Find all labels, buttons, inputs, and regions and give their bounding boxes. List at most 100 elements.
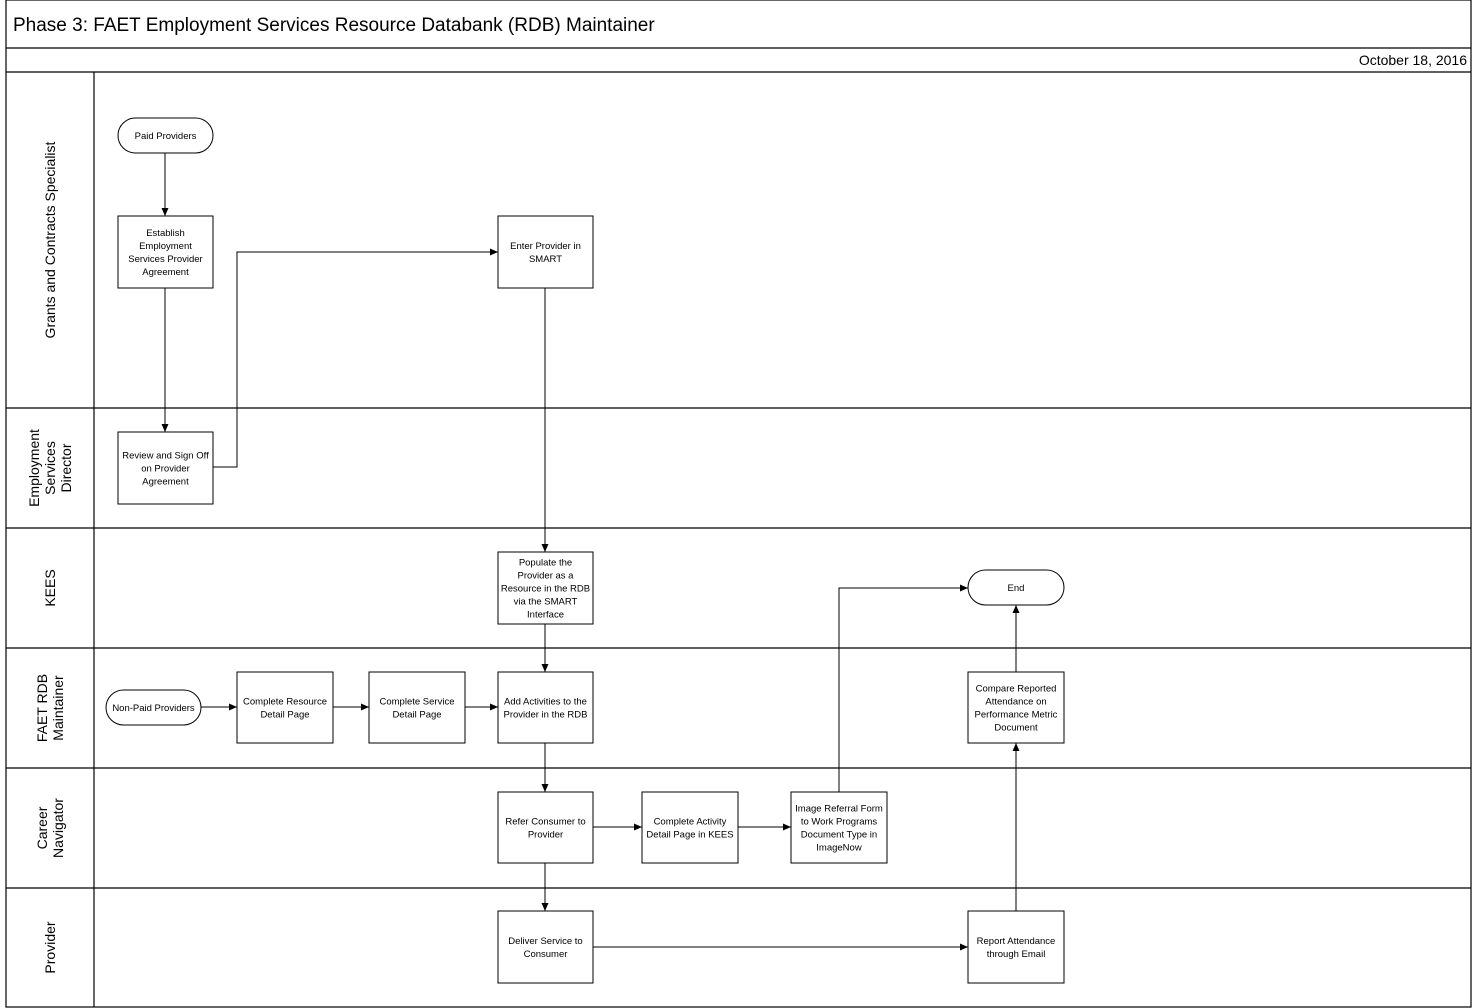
node-label-line: on Provider [141,464,190,475]
lane-label-line: Provider [42,921,58,973]
node-label-line: Review and Sign Off [122,451,209,462]
node-report: Report Attendance through Email [967,910,1065,984]
node-label-line: via the SMART [514,597,578,608]
swimlane-provider: Provider [42,921,58,973]
connector-review-to-enter [213,248,498,468]
node-label-line: Detail Page [392,710,441,721]
node-label-paid: Paid Providers [135,131,197,142]
node-label-line: Provider as a [518,571,575,582]
process-box [790,791,888,864]
node-label-line: Populate the [519,558,572,569]
node-label-line: Document [994,723,1038,734]
node-label-line: Establish [146,228,185,239]
node-label-line: to Work Programs [801,817,878,828]
node-label-line: Image Referral Form [795,804,883,815]
lane-label-line: Director [58,443,74,492]
node-label-line: Detail Page [260,710,309,721]
process-box [497,671,594,744]
lane-label-line: Grants and Contracts Specialist [42,141,58,338]
node-label-line: Deliver Service to [508,936,582,947]
terminator-shape [105,689,202,726]
node-label-line: Compare Reported [976,684,1057,695]
node-label-line: Attendance on [985,697,1046,708]
process-box [368,671,466,744]
process-box [117,215,214,289]
node-nonpaid: Non-Paid Providers [105,689,202,726]
node-label-line: Agreement [142,477,189,488]
node-end: End [967,569,1065,606]
node-paid: Paid Providers [117,117,214,154]
node-deliver: Deliver Service to Consumer [497,910,594,984]
swimlane-kees: KEES [6,569,1471,649]
node-label-end: End [1008,583,1025,594]
node-label-line: Non-Paid Providers [112,703,195,714]
node-label-line: Provider [528,830,563,841]
lane-label-faet: FAET RDBMaintainer [34,674,66,742]
node-label-line: Document Type in [801,830,877,841]
lane-label-line: Career [34,806,50,849]
node-label-line: through Email [987,949,1046,960]
node-label-line: SMART [529,254,562,265]
node-label-line: ImageNow [816,843,862,854]
node-label-line: Add Activities to the [504,697,587,708]
node-label-line: Employment [139,241,192,252]
node-label-line: Provider in the RDB [504,710,588,721]
lane-label-kees: KEES [42,569,58,606]
connectors [161,153,1020,951]
node-label-line: Paid Providers [135,131,197,142]
node-label-line: Complete Resource [243,697,327,708]
process-box [497,551,594,625]
node-label-deliver: Deliver Service to Consumer [508,936,582,960]
lane-label-career: CareerNavigator [34,798,66,858]
diagram-date: October 18, 2016 [1359,52,1467,68]
node-label-line: Resource in the RDB [501,584,590,595]
lane-label-line: FAET RDB [34,674,50,742]
node-label-line: Complete Service [380,697,455,708]
process-box [236,671,334,744]
lane-label-line: Employment [26,429,42,507]
process-box [497,910,594,984]
swimlane-faet: FAET RDBMaintainer [6,674,1471,769]
process-box [967,671,1065,744]
process-box [641,791,739,864]
terminator-shape [967,569,1065,606]
process-box [117,431,214,505]
lane-label-line: KEES [42,569,58,606]
swimlane-director: EmploymentServicesDirector [6,429,1471,529]
node-label-line: Report Attendance [977,936,1056,947]
node-label-line: Interface [527,610,564,621]
lane-label-provider: Provider [42,921,58,973]
connector-image-to-end [838,584,968,792]
lane-label-line: Services [42,441,58,495]
process-box [497,791,594,864]
lane-label-line: Maintainer [50,675,66,741]
swimlane-grants: Grants and Contracts Specialist [6,141,1471,409]
node-label-line: Consumer [524,949,568,960]
node-label-report: Report Attendance through Email [977,936,1056,960]
node-label-line: Agreement [142,267,189,278]
lane-label-grants: Grants and Contracts Specialist [42,141,58,338]
process-box [967,910,1065,984]
page-title: Phase 3: FAET Employment Services Resour… [13,15,655,36]
node-label-nonpaid: Non-Paid Providers [112,703,195,714]
diagram-frame [5,0,1472,1008]
node-label-line: Performance Metric [975,710,1058,721]
